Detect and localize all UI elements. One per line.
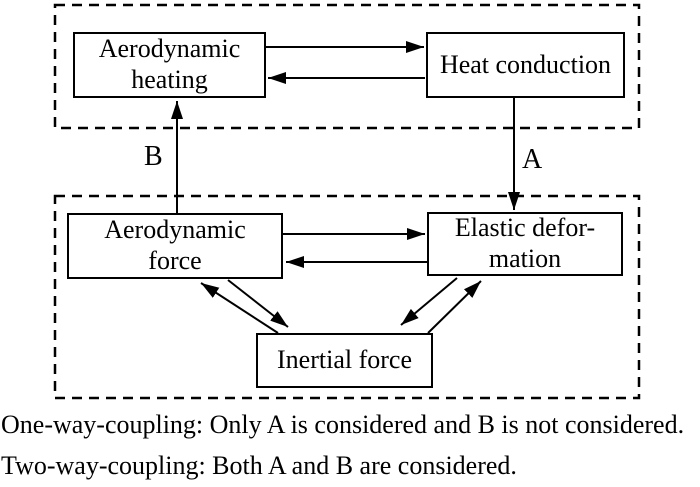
arrow-elastic-deformation-to-inertial-force (400, 277, 458, 326)
arrow-inertial-force-to-elastic-deformation (427, 280, 482, 334)
box-elastic-deformation-line2: mation (488, 244, 562, 273)
coupling-label-a: A (522, 144, 543, 175)
box-heat-conduction-line1: Heat conduction (439, 49, 612, 79)
box-aerodynamic-force-line1: Aerodynamic (104, 215, 246, 245)
coupling-label-b: B (144, 141, 163, 172)
box-aerodynamic-heating-line2: heating (131, 65, 208, 94)
caption-one-way-coupling: One-way-coupling: Only A is considered a… (1, 410, 685, 439)
box-elastic-deformation: Elastic defor- mation (427, 212, 623, 276)
caption-two-way-coupling: Two-way-coupling: Both A and B are consi… (1, 451, 517, 480)
box-aerodynamic-heating-line1: Aerodynamic (98, 34, 241, 64)
box-aerodynamic-force: Aerodynamic force (67, 213, 283, 279)
arrow-aero-force-to-inertial-force (227, 279, 289, 328)
box-heat-conduction: Heat conduction (426, 32, 625, 98)
box-inertial-force-line1: Inertial force (277, 345, 412, 375)
box-inertial-force: Inertial force (256, 333, 433, 388)
box-aerodynamic-force-line2: force (148, 246, 202, 275)
box-aerodynamic-heating: Aerodynamic heating (73, 32, 266, 98)
arrow-inertial-force-to-aero-force (200, 282, 279, 334)
box-elastic-deformation-line1: Elastic defor- (454, 213, 596, 243)
